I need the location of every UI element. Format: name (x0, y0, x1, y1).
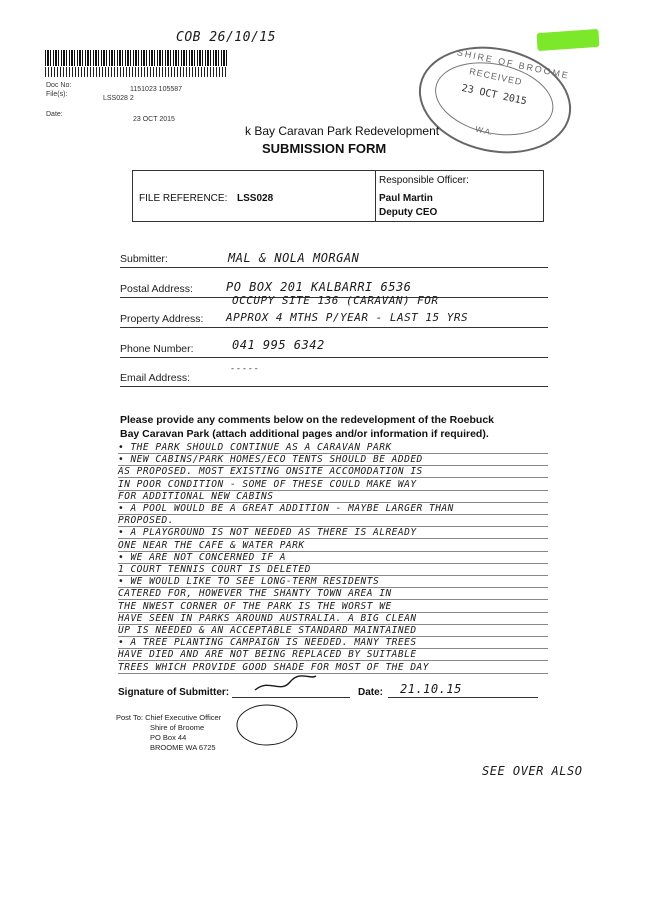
barcode (45, 50, 227, 66)
comment-rule (118, 587, 548, 589)
officer-name: Paul Martin (379, 193, 433, 204)
comment-rule (118, 550, 548, 552)
comment-line: FOR ADDITIONAL NEW CABINS (118, 490, 274, 502)
signature-date-value: 21.10.15 (400, 682, 462, 696)
postal-address-line (120, 297, 548, 298)
date-value: 23 OCT 2015 (133, 116, 175, 123)
comment-rule (118, 562, 548, 564)
comment-line: • WE ARE NOT CONCERNED IF A (118, 551, 286, 563)
comment-rule (118, 501, 548, 503)
comment-rule (118, 514, 548, 515)
postal-address-value: PO BOX 201 KALBARRI 6536 (226, 280, 412, 294)
comment-rule (118, 636, 548, 637)
comment-line: UP IS NEEDED & AN ACCEPTABLE STANDARD MA… (118, 625, 417, 636)
comment-rule (118, 575, 548, 576)
comment-rule (118, 623, 548, 625)
instructions-line-2: Bay Caravan Park (attach additional page… (120, 428, 489, 440)
property-address-label: Property Address: (120, 313, 204, 325)
signature-mark (254, 675, 317, 691)
comment-line: THE NWEST CORNER OF THE PARK IS THE WORS… (118, 600, 392, 612)
comment-line: • THE PARK SHOULD CONTINUE AS A CARAVAN … (118, 442, 392, 453)
doc-no-value: 1151023 105587 (130, 86, 183, 93)
comment-line: AS PROPOSED. MOST EXISTING ONSITE ACCOMO… (118, 466, 423, 478)
date-line (388, 697, 538, 698)
comment-rule (118, 526, 548, 528)
comment-rule (118, 611, 548, 613)
email-address-label: Email Address: (120, 372, 191, 384)
date-label: Date: (46, 111, 63, 118)
comment-rule (118, 648, 548, 650)
highlighter-mark (536, 28, 600, 52)
phone-number-line (120, 357, 548, 358)
comment-rule (118, 453, 548, 454)
comment-line: TREES WHICH PROVIDE GOOD SHADE FOR MOST … (118, 661, 429, 673)
post-to-line-3: PO Box 44 (150, 733, 187, 742)
signature-line (232, 697, 350, 698)
email-address-line (120, 386, 548, 387)
officer-label: Responsible Officer: (379, 175, 469, 186)
comment-rule (118, 538, 548, 540)
post-to-block: Post To: Chief Executive Officer Shire o… (116, 713, 221, 753)
files-value: LSS028 2 (103, 95, 134, 102)
email-address-value: ----- (230, 364, 260, 374)
comment-rule (118, 599, 548, 601)
instructions-line-1: Please provide any comments below on the… (120, 414, 495, 426)
phone-number-label: Phone Number: (120, 343, 194, 355)
comment-line: • A TREE PLANTING CAMPAIGN IS NEEDED. MA… (118, 637, 417, 649)
signature-label: Signature of Submitter: (118, 687, 230, 698)
comment-line: 1 COURT TENNIS COURT IS DELETED (118, 564, 311, 575)
officer-title: Deputy CEO (379, 207, 438, 218)
file-ref-value: LSS028 (237, 193, 274, 204)
comment-rule (118, 465, 548, 467)
comment-rule (118, 672, 548, 674)
handwritten-note-top: COB 26/10/15 (176, 30, 276, 45)
property-address-line (120, 327, 548, 328)
post-to-prefix: Post To: (116, 713, 143, 722)
post-to-line-4: BROOME WA 6725 (150, 743, 216, 752)
barcode-lower (45, 67, 227, 77)
date-label-signature: Date: (358, 687, 384, 698)
property-address-value-1: OCCUPY SITE 136 (CARAVAN) FOR (232, 294, 439, 307)
post-to-line-2: Shire of Broome (150, 723, 205, 732)
ref-box-divider (375, 171, 376, 221)
form-title: k Bay Caravan Park Redevelopment (245, 124, 440, 138)
comment-line: CATERED FOR, HOWEVER THE SHANTY TOWN ARE… (118, 588, 392, 600)
see-over-note: SEE OVER ALSO (482, 764, 583, 778)
comment-line: • WE WOULD LIKE TO SEE LONG-TERM RESIDEN… (118, 576, 380, 588)
comment-line: PROPOSED. (118, 515, 174, 527)
comment-line: • A POOL WOULD BE A GREAT ADDITION - MAY… (118, 503, 454, 514)
comment-line: • A PLAYGROUND IS NOT NEEDED AS THERE IS… (118, 527, 417, 539)
comment-line: • NEW CABINS/PARK HOMES/ECO TENTS SHOULD… (118, 454, 423, 466)
files-label: File(s): (46, 91, 68, 98)
comment-line: HAVE SEEN IN PARKS AROUND AUSTRALIA. A B… (118, 612, 417, 624)
comment-line: IN POOR CONDITION - SOME OF THESE COULD … (118, 478, 417, 490)
file-ref-label: FILE REFERENCE: (139, 193, 228, 204)
received-stamp: SHIRE OF BROOME RECEIVED 23 OCT 2015 W.A… (408, 33, 582, 167)
file-reference-box: FILE REFERENCE: LSS028 Responsible Offic… (132, 170, 544, 222)
comment-line: HAVE DIED AND ARE NOT BEING REPLACED BY … (118, 649, 417, 661)
doc-no-label: Doc No: (46, 82, 72, 89)
form-subtitle: SUBMISSION FORM (262, 141, 387, 156)
comment-line: ONE NEAR THE CAFE & WATER PARK (118, 539, 305, 551)
submitter-label: Submitter: (120, 253, 168, 265)
phone-number-value: 041 995 6342 (232, 338, 325, 352)
comment-rule (118, 477, 548, 479)
submitter-line (120, 267, 548, 268)
handwritten-loop (236, 704, 298, 746)
post-to-line-1: Chief Executive Officer (145, 713, 222, 722)
submitter-value: MAL & NOLA MORGAN (228, 251, 360, 265)
comment-rule (118, 489, 548, 491)
postal-address-label: Postal Address: (120, 283, 193, 295)
comment-rule (118, 660, 548, 662)
property-address-value-2: APPROX 4 MTHS P/YEAR - LAST 15 YRS (226, 311, 469, 324)
